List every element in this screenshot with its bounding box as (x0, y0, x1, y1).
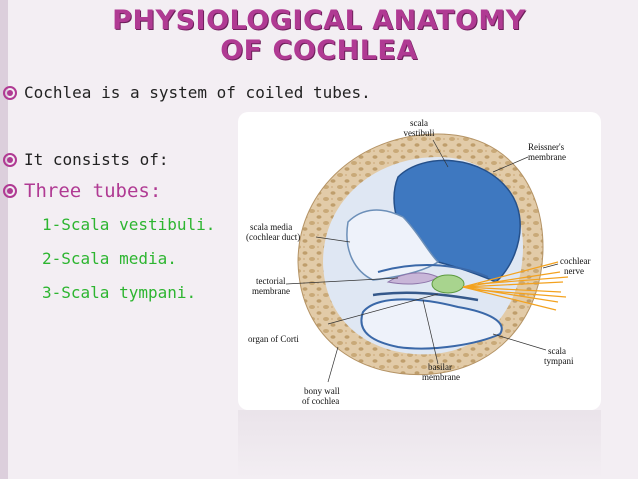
organ-of-corti (431, 274, 465, 294)
tube-item: 2-Scala media. (42, 249, 177, 268)
scala-tympani (360, 298, 503, 350)
label-scala-vestibuli: scala (410, 118, 428, 128)
label-reissners-membrane: Reissner's (528, 142, 565, 152)
label-cochlear-nerve: nerve (564, 266, 584, 276)
slide-title-line2: OF COCHLEA (220, 35, 418, 66)
bullet-icon (3, 184, 17, 198)
cochlear-nerve (462, 261, 569, 311)
label-scala-tympani: scala (548, 346, 566, 356)
bullet-item: It consists of: (3, 150, 169, 169)
label-tectorial-membrane: membrane (252, 286, 290, 296)
label-scala-media: scala media (250, 222, 292, 232)
bullet-icon (3, 85, 17, 100)
reissners-membrane (377, 264, 489, 278)
label-bony-wall: bony wall (304, 386, 340, 396)
label-tectorial-membrane: tectorial (256, 276, 286, 286)
tube-item: 3-Scala tympani. (42, 283, 197, 302)
label-cochlear-nerve: cochlear (560, 256, 590, 266)
slide-title-line1: PHYSIOLOGICAL ANATOMY (112, 5, 526, 36)
label-scala-tympani: tympani (544, 356, 574, 366)
label-basilar-membrane: basilar (428, 362, 452, 372)
label-scala-media: (cochlear duct) (246, 232, 300, 242)
bullet-item: Cochlea is a system of coiled tubes. (3, 83, 371, 102)
label-scala-vestibuli: vestibuli (404, 128, 435, 138)
figure-reflection (238, 410, 601, 479)
bullet-text: It consists of: (24, 150, 169, 169)
bullet-item: Three tubes: (3, 180, 161, 202)
side-stripe (0, 0, 8, 479)
cochlea-diagram: scala vestibuli Reissner's membrane scal… (238, 112, 601, 410)
label-basilar-membrane: membrane (422, 372, 460, 382)
label-bony-wall: of cochlea (302, 396, 339, 406)
label-reissners-membrane: membrane (528, 152, 566, 162)
scala-media (346, 209, 440, 281)
label-organ-of-corti: organ of Corti (248, 334, 299, 344)
bullet-icon (3, 152, 17, 167)
bullet-text: Cochlea is a system of coiled tubes. (24, 83, 371, 102)
bullet-text: Three tubes: (24, 180, 162, 202)
basilar-membrane (372, 291, 479, 302)
tube-item: 1-Scala vestibuli. (42, 215, 216, 234)
